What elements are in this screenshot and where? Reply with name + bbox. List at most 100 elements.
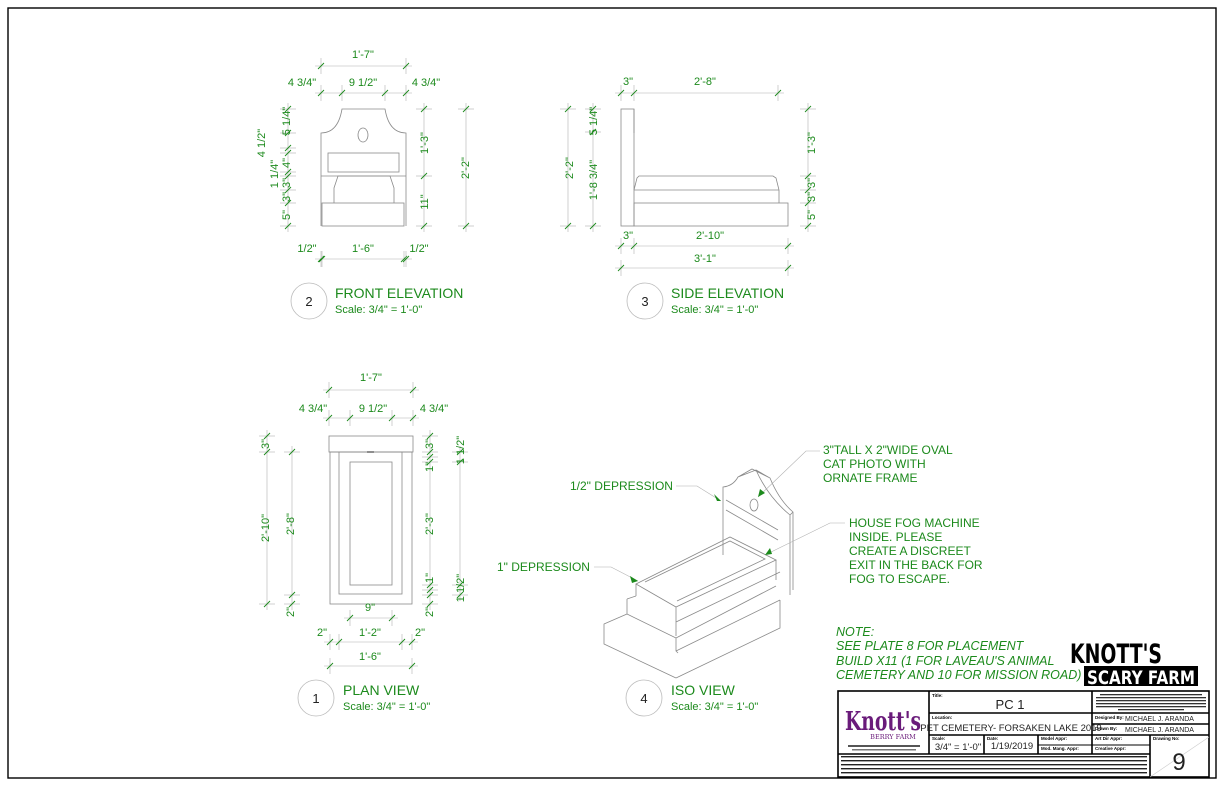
dimension-lines: [259, 58, 816, 674]
dimension-tick: [804, 186, 812, 194]
dimension-tick: [589, 128, 597, 136]
dimension-tick: [408, 662, 416, 670]
dimension-tick: [402, 89, 410, 97]
view-title: FRONT ELEVATION: [335, 285, 463, 301]
dim-text: 11": [419, 194, 431, 209]
dim-text: 2": [415, 627, 425, 639]
dimension-tick: [617, 264, 625, 272]
logo-knotts-script: Knott's: [845, 707, 921, 737]
dim-text: 3": [806, 192, 818, 202]
dim-text: 3": [424, 439, 436, 449]
dim-text: 1'-7": [360, 372, 382, 384]
note-line: SEE PLATE 8 FOR PLACEMENT: [836, 639, 1025, 653]
dimension-tick: [284, 172, 292, 180]
drawing-no-label: Drawing No:: [1153, 736, 1180, 741]
dimension-tick: [326, 662, 334, 670]
front-mound: [333, 175, 395, 203]
dim-text: 1 1/2": [455, 436, 467, 464]
dimension-tick: [317, 62, 325, 70]
dimension-tick: [804, 105, 812, 113]
dimension-tick: [326, 638, 334, 646]
mod-mang-appr-label: Mod. Mang. Appr:: [1041, 746, 1079, 751]
dimension-tick: [284, 144, 292, 152]
dimension-tick: [804, 222, 812, 230]
dim-text: 2'-2": [460, 157, 472, 179]
view-number-circle: [297, 679, 335, 717]
dim-text: 2'-8": [694, 76, 716, 88]
dim-text: 1'-7": [352, 49, 374, 61]
dimension-tick: [804, 172, 812, 180]
view-title: SIDE ELEVATION: [671, 285, 784, 301]
view-number: 3: [641, 294, 648, 309]
dimension-tick: [388, 614, 396, 622]
dim-text: 2'-2": [564, 157, 576, 179]
side-headstone: [620, 108, 635, 227]
dimension-tick: [420, 172, 428, 180]
plan-base: [329, 451, 413, 605]
dimension-tick: [284, 149, 292, 157]
drawn-by-label: Drawn By:: [1095, 726, 1118, 731]
dimension-tick: [398, 638, 406, 646]
dim-text: 1'-6": [359, 651, 381, 663]
dim-text: 2'-3": [424, 513, 436, 535]
dimension-tick: [426, 600, 434, 608]
callout-oval-line: 3"TALL X 2"WIDE OVAL: [823, 443, 953, 457]
view-number: 1: [312, 691, 319, 706]
drawing-number: 9: [1172, 749, 1185, 776]
dim-text: 4 3/4": [412, 77, 440, 89]
dim-text: 2": [424, 607, 436, 617]
dimension-tick: [346, 414, 354, 422]
dimension-tick: [462, 222, 470, 230]
callout-fog-line: HOUSE FOG MACHINE: [849, 516, 980, 530]
creative-appr-label: Creative Appr:: [1095, 746, 1126, 751]
dimension-tick: [617, 89, 625, 97]
dimension-tick: [589, 105, 597, 113]
dimension-tick: [288, 591, 296, 599]
view-number: 2: [305, 294, 312, 309]
dimension-tick: [284, 186, 292, 194]
drawn-by-value: MICHAEL J. ARANDA: [1125, 727, 1194, 734]
dimension-tick: [462, 105, 470, 113]
dim-text: 5": [806, 210, 818, 220]
dimension-tick: [318, 255, 326, 263]
dim-text: 1'-3": [806, 132, 818, 154]
dimension-tick: [617, 242, 625, 250]
view-scale: Scale: 3/4" = 1'-0": [671, 701, 758, 713]
dimension-tick: [402, 62, 410, 70]
dim-text: 4 3/4": [299, 403, 327, 415]
view-number-circle: [290, 282, 328, 320]
dimension-tick: [564, 105, 572, 113]
view-scale: Scale: 3/4" = 1'-0": [671, 304, 758, 316]
callout-fog-line: CREATE A DISCREET: [849, 544, 971, 558]
view-title: ISO VIEW: [671, 682, 736, 698]
dim-text: 5 1/4": [588, 107, 600, 135]
date-label: Date:: [987, 736, 999, 741]
dimension-tick: [284, 105, 292, 113]
dimension-tick: [630, 89, 638, 97]
front-headstone-outline: [320, 108, 407, 226]
general-note: NOTE: SEE PLATE 8 FOR PLACEMENT BUILD X1…: [836, 625, 1081, 682]
dim-text: 1'-6": [352, 243, 374, 255]
dim-text: 5 1/4": [281, 107, 293, 135]
dimension-tick: [456, 591, 464, 599]
dim-text: 1 1/4": [269, 160, 281, 188]
side-bed-top: [633, 175, 780, 191]
oval-photo-frame: [357, 127, 369, 143]
dimension-tick: [338, 89, 346, 97]
title-label: Title:: [932, 693, 943, 698]
view-scale: Scale: 3/4" = 1'-0": [335, 304, 422, 316]
dimension-tick: [408, 638, 416, 646]
plan-headstone: [328, 435, 414, 453]
plan-depression: [349, 461, 393, 586]
dimension-tick: [284, 129, 292, 137]
dim-text: 4 3/4": [288, 77, 316, 89]
side-base: [633, 202, 789, 227]
dimension-tick: [426, 432, 434, 440]
callout-half-depression: 1/2" DEPRESSION: [570, 479, 673, 493]
view-number-circle: [625, 679, 663, 717]
dimension-tick: [456, 458, 464, 466]
notice-fine-print: [1096, 694, 1206, 711]
drawing-title: PC 1: [996, 697, 1025, 712]
logo-scary-farm-text: SCARY FARM: [1087, 667, 1195, 689]
